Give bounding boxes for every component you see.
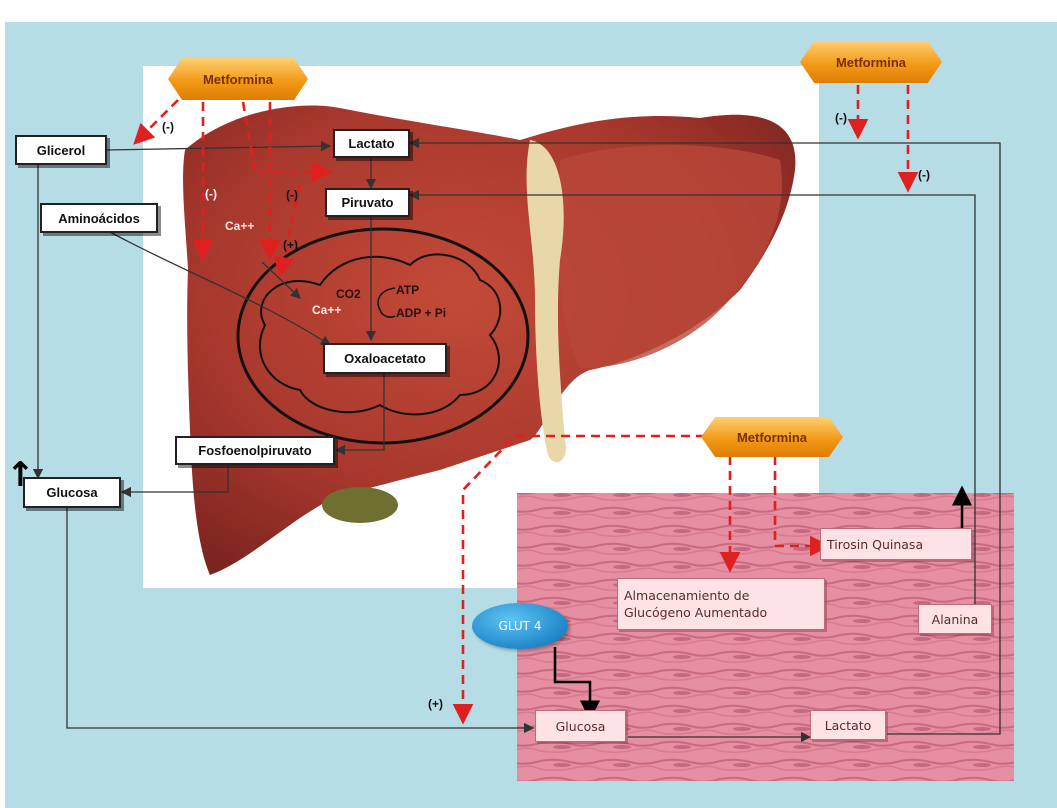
metformina-label-3: Metformina — [701, 417, 843, 457]
lactato-muscle-label: Lactato — [810, 710, 886, 740]
adp-pi-text: ADP + Pi — [396, 306, 446, 320]
atp-text: ATP — [396, 283, 419, 297]
ca-outer-text: Ca++ — [225, 219, 254, 233]
glucosa-muscle-label: Glucosa — [535, 710, 626, 742]
sign-minus-right-mid: (-) — [918, 168, 930, 182]
sign-minus-right-top: (-) — [835, 111, 847, 125]
glucosa-liver-label: Glucosa — [23, 477, 121, 508]
metformina-label-1: Metformina — [168, 58, 308, 100]
sign-minus-liver-left: (-) — [205, 187, 217, 201]
piruvato-label: Piruvato — [325, 188, 410, 217]
tirosin-quinasa-label: Tirosin Quinasa — [820, 528, 972, 560]
metformina-label-2: Metformina — [800, 41, 942, 83]
glicerol-label: Glicerol — [15, 135, 107, 165]
alanina-label: Alanina — [918, 604, 992, 634]
sign-plus-glucose: (+) — [428, 697, 443, 711]
sign-plus-ca: (+) — [283, 238, 298, 252]
almacenamiento-label: Almacenamiento de Glucógeno Aumentado — [617, 578, 825, 630]
oxaloacetato-label: Oxaloacetato — [323, 343, 447, 374]
gallbladder — [322, 487, 398, 523]
aminoacidos-label: Aminoácidos — [40, 203, 158, 233]
sign-minus-liver-mid: (-) — [286, 188, 298, 202]
fosfoenolpiruvato-label: Fosfoenolpiruvato — [175, 436, 335, 465]
sign-minus-glicerol: (-) — [162, 120, 174, 134]
co2-text: CO2 — [336, 287, 361, 301]
glut4-transporter: GLUT 4 — [472, 603, 568, 649]
ca-inner-text: Ca++ — [312, 303, 341, 317]
lactato-label: Lactato — [333, 129, 410, 158]
glucose-up-arrow-icon: ↑ — [6, 458, 35, 492]
